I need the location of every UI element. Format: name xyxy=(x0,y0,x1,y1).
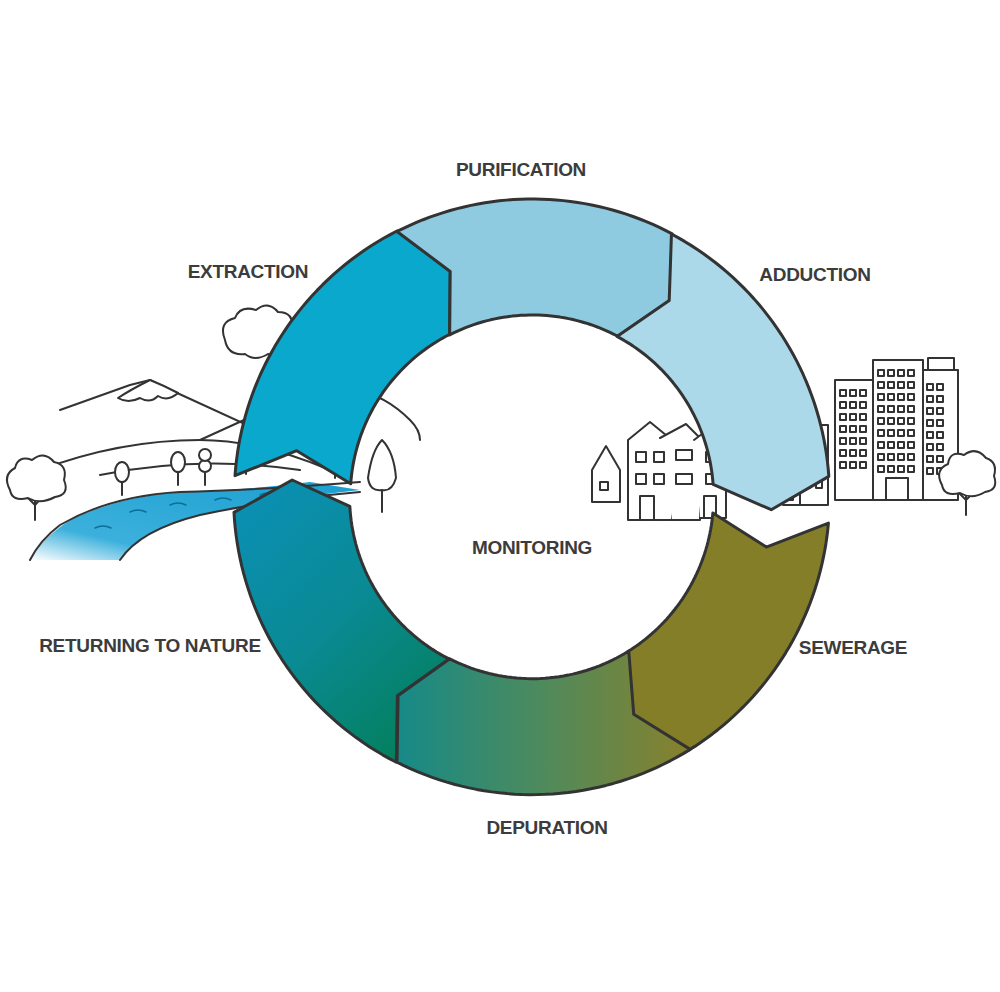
building xyxy=(873,360,923,500)
ring-segment: DEPURATION xyxy=(397,651,690,795)
segment-outline xyxy=(234,480,449,762)
segment-outline xyxy=(397,651,690,795)
stage-label: DEPURATION xyxy=(486,817,607,839)
house-windows xyxy=(636,450,716,520)
ring-segment: SEWERAGE xyxy=(628,513,828,750)
tree-big xyxy=(7,455,66,520)
ring-segment: RETURNING TO NATURE xyxy=(234,480,449,762)
segment-outline xyxy=(628,513,828,750)
mountain xyxy=(60,380,258,430)
ring-segment: ADDUCTION xyxy=(617,234,829,510)
house xyxy=(592,446,620,502)
segment-shape xyxy=(397,199,672,336)
segment-shape xyxy=(628,513,828,750)
house xyxy=(660,424,700,520)
segment-shape xyxy=(397,651,690,795)
stage-label: EXTRACTION xyxy=(188,261,309,283)
segment-shape xyxy=(234,480,449,762)
building xyxy=(835,380,873,500)
stage-label: ADDUCTION xyxy=(759,264,870,286)
stage-label: SEWERAGE xyxy=(799,637,907,659)
segment-outline xyxy=(397,199,672,336)
roof-sign xyxy=(928,358,954,370)
snow-cap xyxy=(118,380,178,401)
ring-segment: PURIFICATION xyxy=(397,199,672,336)
center-label: MONITORING xyxy=(472,537,592,559)
stage-label: PURIFICATION xyxy=(456,159,586,181)
ring-segment: EXTRACTION xyxy=(235,231,450,484)
stage-label: RETURNING TO NATURE xyxy=(39,635,261,657)
tree-right xyxy=(939,451,995,515)
window xyxy=(600,482,608,490)
door xyxy=(886,478,908,500)
